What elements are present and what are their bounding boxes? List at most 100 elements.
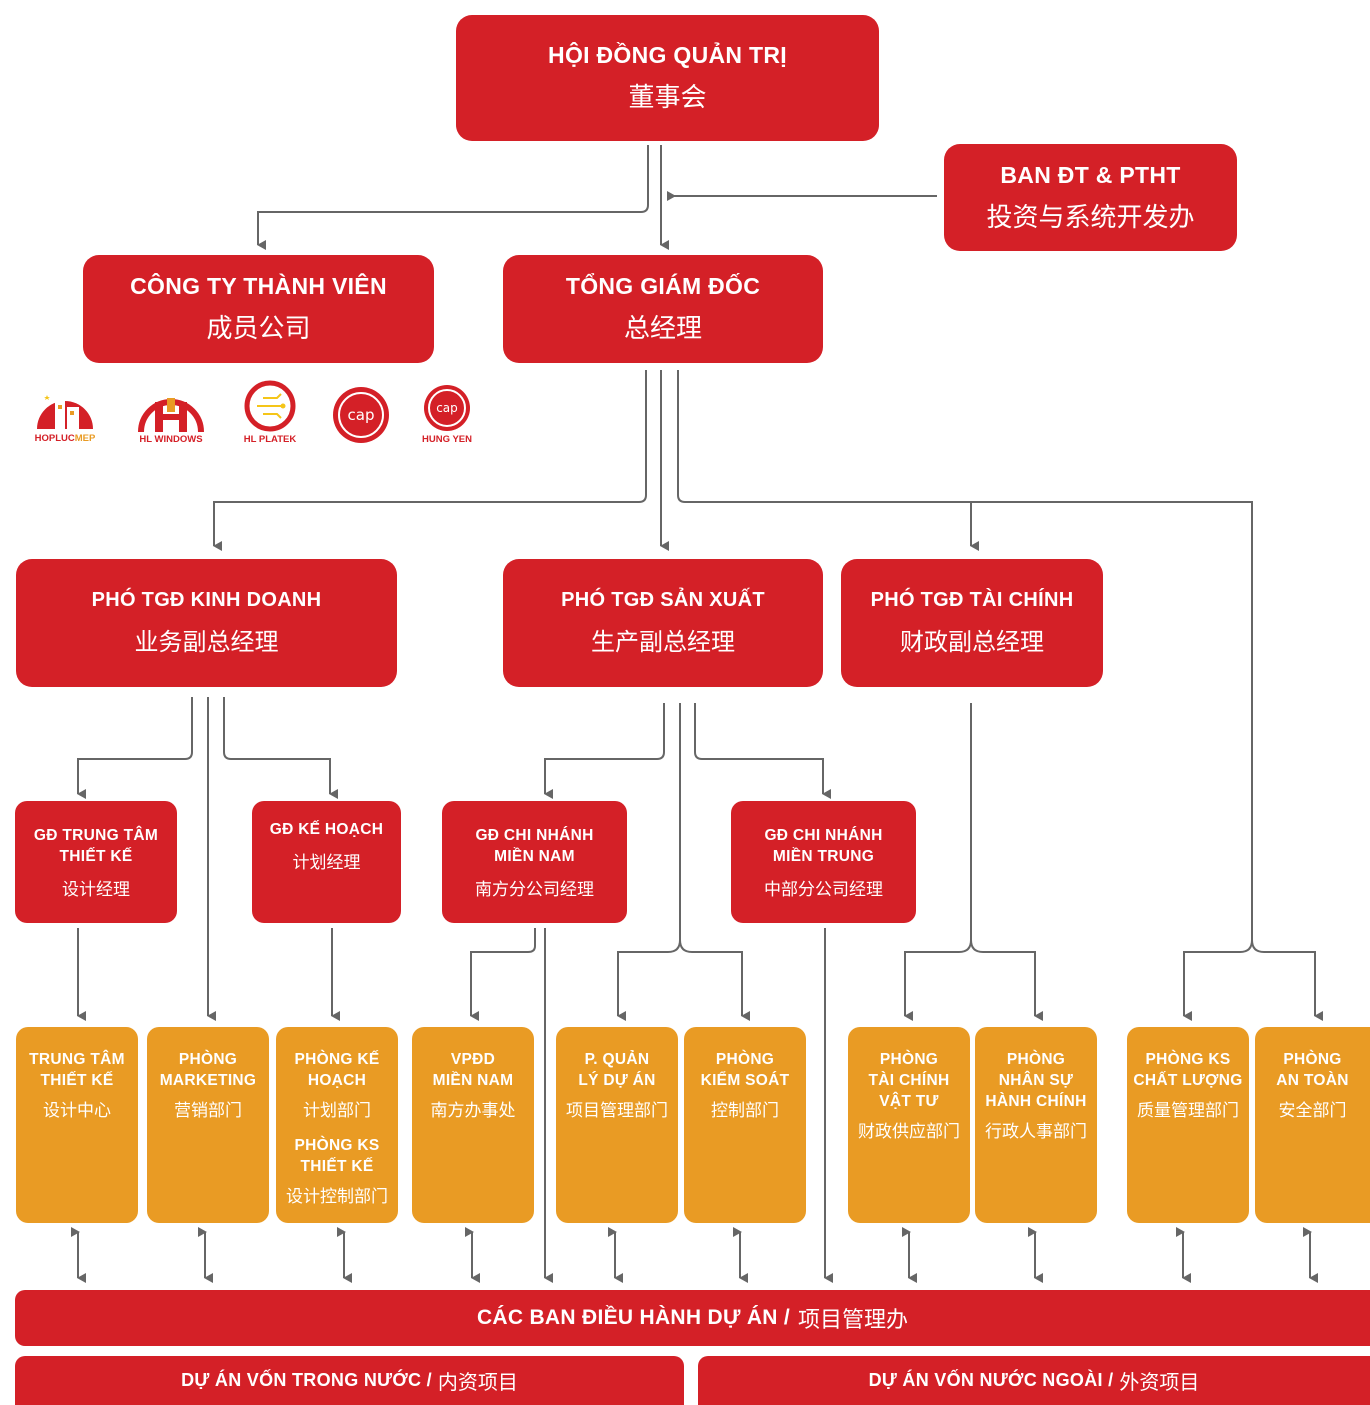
hopluc-mep-logo: HOPLUCMEP [28,385,102,444]
director-south-zh: 南方分公司经理 [475,879,594,900]
dept-label-line1: P. QUẢN [584,1051,650,1068]
dept-label-line2: HOẠCH [307,1072,367,1089]
dept-south-office: VPĐD MIỀN NAM 南方办事处 [412,1027,534,1223]
board-title-zh: 董事会 [628,83,707,113]
ceo-box: TỔNG GIÁM ĐỐC 总经理 [503,255,823,363]
dept-label-line1: PHÒNG [178,1051,238,1068]
director-planning-box: GĐ KẾ HOẠCH 计划经理 [252,801,401,923]
deputy-production-zh: 生产副总经理 [591,628,735,656]
foreign-projects-banner: DỰ ÁN VỐN NƯỚC NGOÀI / 外资项目 [698,1356,1370,1405]
dept-label-zh: 营销部门 [174,1101,242,1121]
logo-hlwindows-name: HL WINDOWS [139,434,203,445]
dept-design-control-line2: THIẾT KẾ [300,1158,374,1175]
director-central-branch-box: GĐ CHI NHÁNH MIỀN TRUNG 中部分公司经理 [731,801,916,923]
deputy-sales-zh: 业务副总经理 [134,628,279,656]
dept-design-control-zh: 设计控制部门 [286,1187,388,1207]
project-board-zh: 项目管理办 [798,1308,909,1333]
cap-logo-icon: cap [333,387,389,443]
dept-design-center: TRUNG TÂM THIẾT KẾ 设计中心 [16,1027,138,1223]
foreign-projects-zh: 外资项目 [1119,1370,1200,1394]
dept-label-zh: 财政供应部门 [858,1122,960,1142]
ceo-title-zh: 总经理 [623,314,702,344]
deputy-production-vi: PHÓ TGĐ SẢN XUẤT [561,589,765,611]
logo-caphy-sub: cap [436,401,458,415]
director-planning-zh: 计划经理 [292,853,361,873]
director-central-vi1: GĐ CHI NHÁNH [764,826,883,844]
cap-logo-icon: cap [424,385,470,431]
dept-label-line1: PHÒNG KẾ [294,1051,380,1068]
dept-label-line2: NHÂN SỰ [998,1072,1074,1089]
director-south-vi2: MIỀN NAM [494,847,575,865]
dept-marketing: PHÒNG MARKETING 营销部门 [147,1027,269,1223]
dept-label-line1: PHÒNG [879,1051,939,1068]
dept-label-line2: TÀI CHÍNH [868,1072,950,1089]
deputy-sales-vi: PHÓ TGĐ KINH DOANH [91,589,322,611]
members-title-vi: CÔNG TY THÀNH VIÊN [130,273,387,299]
dept-label-zh: 计划部门 [303,1101,371,1121]
window-logo-icon [138,398,204,432]
director-central-zh: 中部分公司经理 [764,879,883,900]
deputy-finance-zh: 财政副总经理 [900,628,1044,656]
foreign-projects-vi: DỰ ÁN VỐN NƯỚC NGOÀI / [868,1370,1114,1390]
circuit-logo-icon [244,380,296,432]
director-south-branch-box: GĐ CHI NHÁNH MIỀN NAM 南方分公司经理 [442,801,627,923]
dept-project-management: P. QUẢN LÝ DỰ ÁN 项目管理部门 [556,1027,678,1223]
dept-label-zh: 行政人事部门 [985,1122,1087,1142]
logo-hopluc-name: HOPLUC [34,433,75,444]
dept-label-zh: 安全部门 [1278,1101,1347,1121]
dept-hr-admin: PHÒNG NHÂN SỰ HÀNH CHÍNH 行政人事部门 [975,1027,1097,1223]
dept-label-line2: MIỀN NAM [432,1072,514,1089]
dept-label-zh: 南方办事处 [430,1101,516,1121]
deputy-sales-box: PHÓ TGĐ KINH DOANH 业务副总经理 [16,559,397,687]
dept-label-zh: 项目管理部门 [566,1101,668,1121]
director-design-center-box: GĐ TRUNG TÂM THIẾT KẾ 设计经理 [15,801,177,923]
logo-cap-text: cap [348,406,375,424]
hl-platek-logo: HL PLATEK [236,380,304,445]
deputy-finance-box: PHÓ TGĐ TÀI CHÍNH 财政副总经理 [841,559,1103,687]
dept-label-line1: PHÒNG KS [1145,1051,1231,1068]
dept-label-line1: PHÒNG [1006,1051,1066,1068]
investment-title-vi: BAN ĐT & PTHT [1000,161,1181,188]
dept-label-line1: PHÒNG [1283,1051,1342,1068]
dept-quality-control: PHÒNG KS CHẤT LƯỢNG 质量管理部门 [1127,1027,1249,1223]
project-board-vi: CÁC BAN ĐIỀU HÀNH DỰ ÁN / [476,1306,791,1329]
director-central-vi2: MIỀN TRUNG [772,847,875,865]
domestic-projects-vi: DỰ ÁN VỐN TRONG NƯỚC / [181,1370,432,1390]
dept-label-line1: VPĐD [450,1051,496,1068]
cap-hung-yen-logo: cap HUNG YEN [416,384,478,445]
dept-safety: PHÒNG AN TOÀN 安全部门 [1255,1027,1370,1223]
dept-label-line3: HÀNH CHÍNH [985,1093,1087,1110]
hl-windows-logo: HL WINDOWS [133,388,209,445]
dept-label-line2: THIẾT KẾ [40,1072,114,1089]
deputy-finance-vi: PHÓ TGĐ TÀI CHÍNH [870,589,1074,611]
ceo-title-vi: TỔNG GIÁM ĐỐC [565,273,761,299]
director-design-zh: 设计经理 [62,879,130,900]
domestic-projects-banner: DỰ ÁN VỐN TRONG NƯỚC / 内资项目 [15,1356,684,1405]
dept-finance-supply: PHÒNG TÀI CHÍNH VẬT TƯ 财政供应部门 [848,1027,970,1223]
members-title-zh: 成员公司 [206,314,311,344]
dept-label-line2: KIỂM SOÁT [700,1072,790,1089]
dept-control: PHÒNG KIỂM SOÁT 控制部门 [684,1027,806,1223]
director-planning-vi1: GĐ KẾ HOẠCH [269,821,384,838]
director-design-vi1: GĐ TRUNG TÂM [33,826,159,844]
logo-hopluc-accent: MEP [74,433,96,444]
dept-label-line3: VẬT TƯ [879,1093,939,1110]
dept-label-line2: LÝ DỰ ÁN [578,1072,656,1089]
member-companies-box: CÔNG TY THÀNH VIÊN 成员公司 [83,255,434,363]
investment-title-zh: 投资与系统开发办 [986,202,1195,233]
cap-logo: cap [331,386,391,444]
director-south-vi1: GĐ CHI NHÁNH [475,826,594,844]
dept-label-line1: PHÒNG [715,1051,775,1068]
board-title-vi: HỘI ĐỒNG QUẢN TRỊ [548,42,787,68]
project-board-banner: CÁC BAN ĐIỀU HÀNH DỰ ÁN / 项目管理办 [15,1290,1370,1346]
dept-label-zh: 控制部门 [711,1101,779,1121]
dept-label-zh: 设计中心 [43,1101,111,1121]
director-design-vi2: THIẾT KẾ [59,847,133,865]
dept-planning: PHÒNG KẾ HOẠCH 计划部门 PHÒNG KS THIẾT KẾ 设计… [276,1027,398,1223]
house-logo-icon [37,395,93,429]
investment-office-box: BAN ĐT & PTHT 投资与系统开发办 [944,144,1237,251]
deputy-production-box: PHÓ TGĐ SẢN XUẤT 生产副总经理 [503,559,823,687]
domestic-projects-zh: 内资项目 [437,1370,518,1394]
dept-label-line1: TRUNG TÂM [29,1051,125,1068]
